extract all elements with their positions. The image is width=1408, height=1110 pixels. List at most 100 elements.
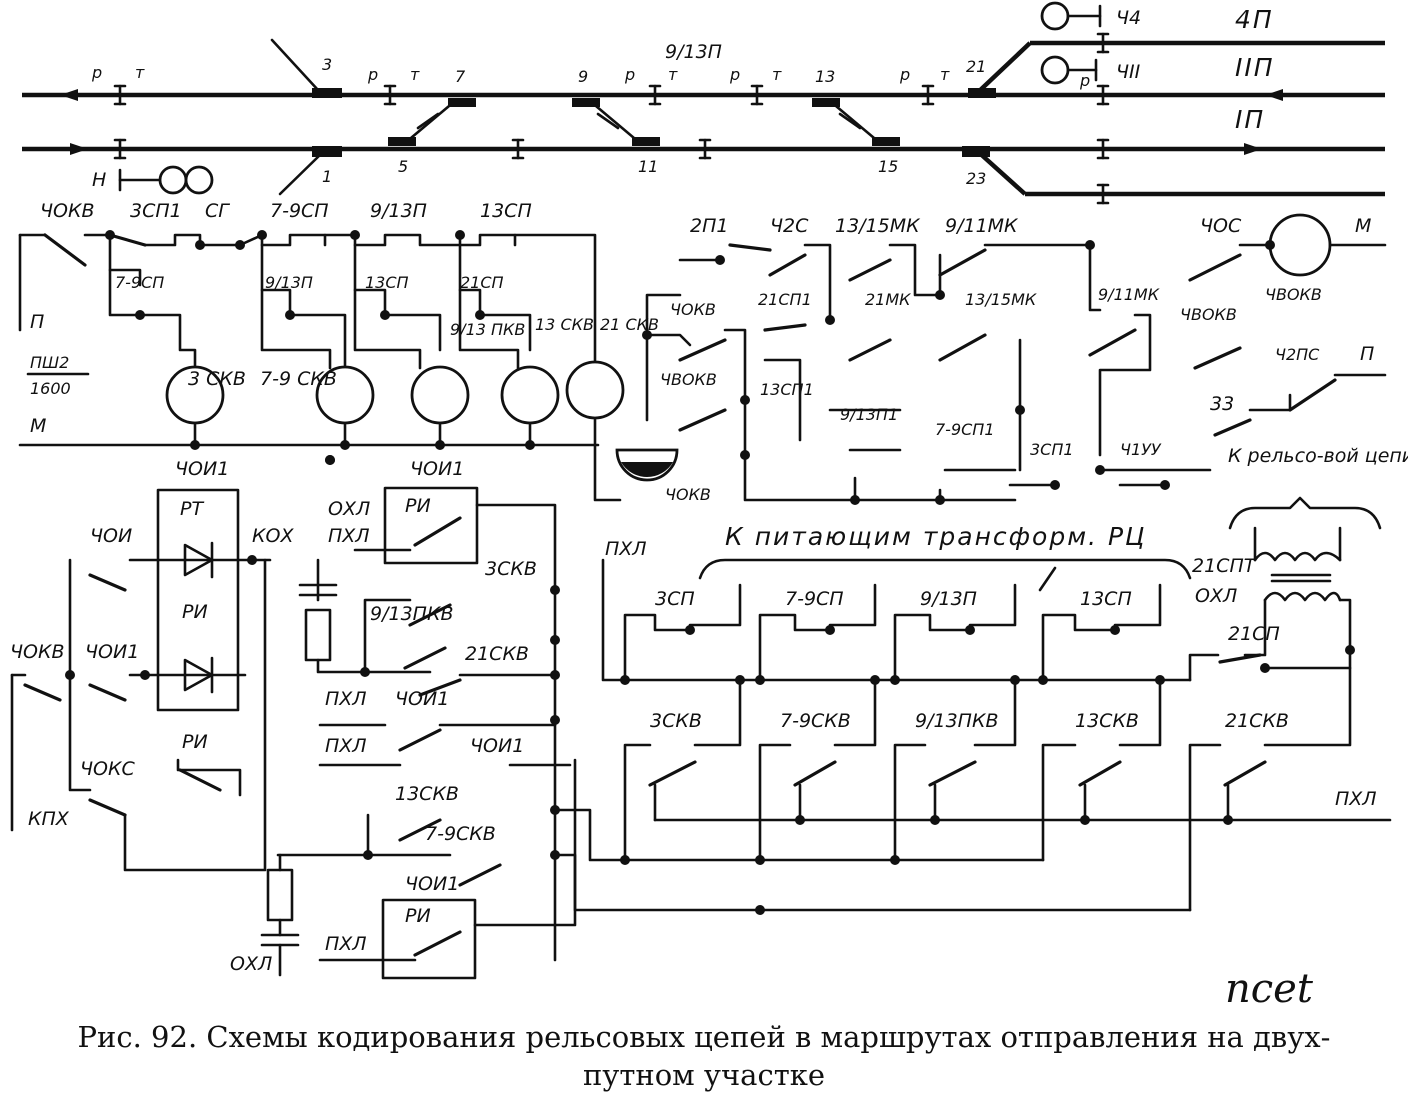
label-7-9sp1: 7-9СП1 [935, 420, 995, 439]
joint-t: т [772, 65, 782, 84]
signature-mark: ncet [1225, 966, 1314, 1010]
label-13skv-m: 13СКВ [395, 783, 459, 805]
label-choi1-2: ЧОИ1 [395, 688, 449, 710]
relay-ch4-ps [1268, 213, 1332, 277]
crossover [828, 99, 882, 145]
switch-5-label: 5 [398, 157, 408, 176]
junction-dots [105, 230, 535, 465]
label-13sp-b: 13СП [365, 273, 409, 292]
track-1-label: IП [1235, 105, 1265, 134]
rail-circuit-note: К рельсо-вой цепи 21СП [1228, 445, 1408, 467]
label-ch1uu: Ч1УУ [1120, 440, 1162, 459]
power-m-right: М [1355, 215, 1371, 237]
label-choi1-l: ЧОИ1 [85, 641, 139, 663]
label-9-13p-r: 9/13П [920, 588, 977, 610]
brace [698, 558, 1192, 580]
label-13sp-r: 13СП [1080, 588, 1132, 610]
resistor-icon [304, 608, 332, 662]
stub-track [270, 38, 320, 92]
label-chos: ЧОС [1200, 215, 1242, 237]
label-9-13p-b: 9/13П [265, 273, 313, 292]
label-choi1: ЧОИ1 [175, 458, 229, 480]
track-4-label: 4П [1235, 5, 1274, 34]
label-21skv-r: 21СКВ [1225, 710, 1289, 732]
switch-21-label: 21 [966, 57, 986, 76]
contact-chokv [43, 233, 87, 267]
label-chokv-c: ЧОКВ [665, 485, 711, 504]
label-21sp: 21СП [460, 273, 504, 292]
signal-n-label: Н [92, 169, 106, 191]
crossover [588, 99, 642, 145]
power-1600: 1600 [30, 379, 71, 398]
joint-p: р [899, 65, 910, 84]
branch-track [973, 41, 1032, 97]
relay-9-13-pkv [410, 365, 470, 425]
label-7-9sp: 7-9СП [270, 200, 329, 222]
signal-ch4-label: Ч4 [1116, 7, 1141, 29]
transformer-coil [1253, 551, 1342, 562]
joint-t: т [135, 63, 145, 82]
label-ri-m2: РИ [405, 905, 431, 927]
label-7-9skv-m: 7-9СКВ [425, 823, 496, 845]
label-7-9sp-b: 7-9СП [115, 273, 164, 292]
insulated-joints [113, 32, 1110, 205]
joint-p: р [1079, 71, 1090, 90]
caption-line-1: Рис. 92. Схемы кодирования рельсовых цеп… [77, 1020, 1331, 1054]
label-chokv-b: ЧОКВ [670, 300, 716, 319]
coding-circuit-right: К питающим трансформ. РЦ ПХЛ [553, 496, 1392, 915]
relay-circuit: ЧОКВ 3СП1 СГ 7-9СП 9/13П 13СП 2П1 Ч2С 13… [18, 200, 1408, 505]
label-9-11mk: 9/11МК [945, 215, 1019, 237]
label-21mk: 21МК [865, 290, 911, 309]
coding-circuit-middle: ЧОИ1 ОХЛ ПХЛ РИ 3СКВ 9/13ПКВ 21СКВ ПХЛ Ч… [230, 455, 577, 980]
joint-p: р [624, 65, 635, 84]
joint-t: т [668, 65, 678, 84]
switch-15-label: 15 [878, 157, 898, 176]
section-913p-label: 9/13П [665, 41, 722, 63]
arrow-left-icon [1265, 89, 1283, 101]
figure-caption: Рис. 92. Схемы кодирования рельсовых цеп… [0, 1018, 1408, 1094]
label-3skv-m: 3СКВ [485, 558, 537, 580]
bus-label: К питающим трансформ. РЦ [725, 522, 1146, 551]
label-2p1: 2П1 [690, 215, 728, 237]
power-33: 33 [1210, 393, 1234, 415]
switch-13-label: 13 [815, 67, 835, 86]
joint-p: р [367, 65, 378, 84]
arrow-left-icon [60, 89, 78, 101]
caption-line-2: путном участке [582, 1058, 826, 1092]
label-ri-b: РИ [182, 731, 208, 753]
label-pxl-right: ПХЛ [1335, 788, 1377, 810]
switch-9-label: 9 [578, 67, 588, 86]
label-3sp: 3СП [655, 588, 695, 610]
label-rt: РТ [180, 498, 204, 520]
label-oxl: ОХЛ [328, 498, 370, 520]
brace [1228, 496, 1382, 530]
label-ch2s: Ч2С [770, 215, 809, 237]
label-9-11mk-b: 9/11МК [1098, 285, 1160, 304]
label-9-13p1: 9/13П1 [840, 405, 898, 424]
label-choi: ЧОИ [90, 525, 132, 547]
label-13sp1: 13СП1 [760, 380, 814, 399]
label-choi1-3: ЧОИ1 [470, 735, 524, 757]
label-21skv: 21 СКВ [600, 315, 659, 334]
label-pxl-r: ПХЛ [605, 538, 647, 560]
relay-label-chvokv: ЧВОКВ [1265, 285, 1322, 304]
label-21sp-r: 21СП [1228, 623, 1280, 645]
label-ri: РИ [182, 601, 208, 623]
label-choi1-4: ЧОИ1 [405, 873, 459, 895]
switch-1-label: 1 [322, 167, 332, 186]
label-oxl-2: ОХЛ [230, 953, 272, 975]
block-rt-ri [156, 488, 240, 712]
label-chvokv-b: ЧВОКВ [1180, 305, 1237, 324]
label-ri-m: РИ [405, 495, 431, 517]
signal-ch2-icon [1040, 55, 1098, 85]
block-ri-top [383, 486, 479, 565]
relay-13-skv [500, 365, 560, 425]
switch-23-label: 23 [966, 169, 986, 188]
stub-track [278, 151, 324, 196]
switch-7-label: 7 [455, 67, 466, 86]
label-7-9sp-r: 7-9СП [785, 588, 844, 610]
joint-t: т [940, 65, 950, 84]
switch-3-label: 3 [322, 55, 332, 74]
power-m: М [30, 415, 46, 437]
power-p-right: П [1360, 343, 1374, 365]
